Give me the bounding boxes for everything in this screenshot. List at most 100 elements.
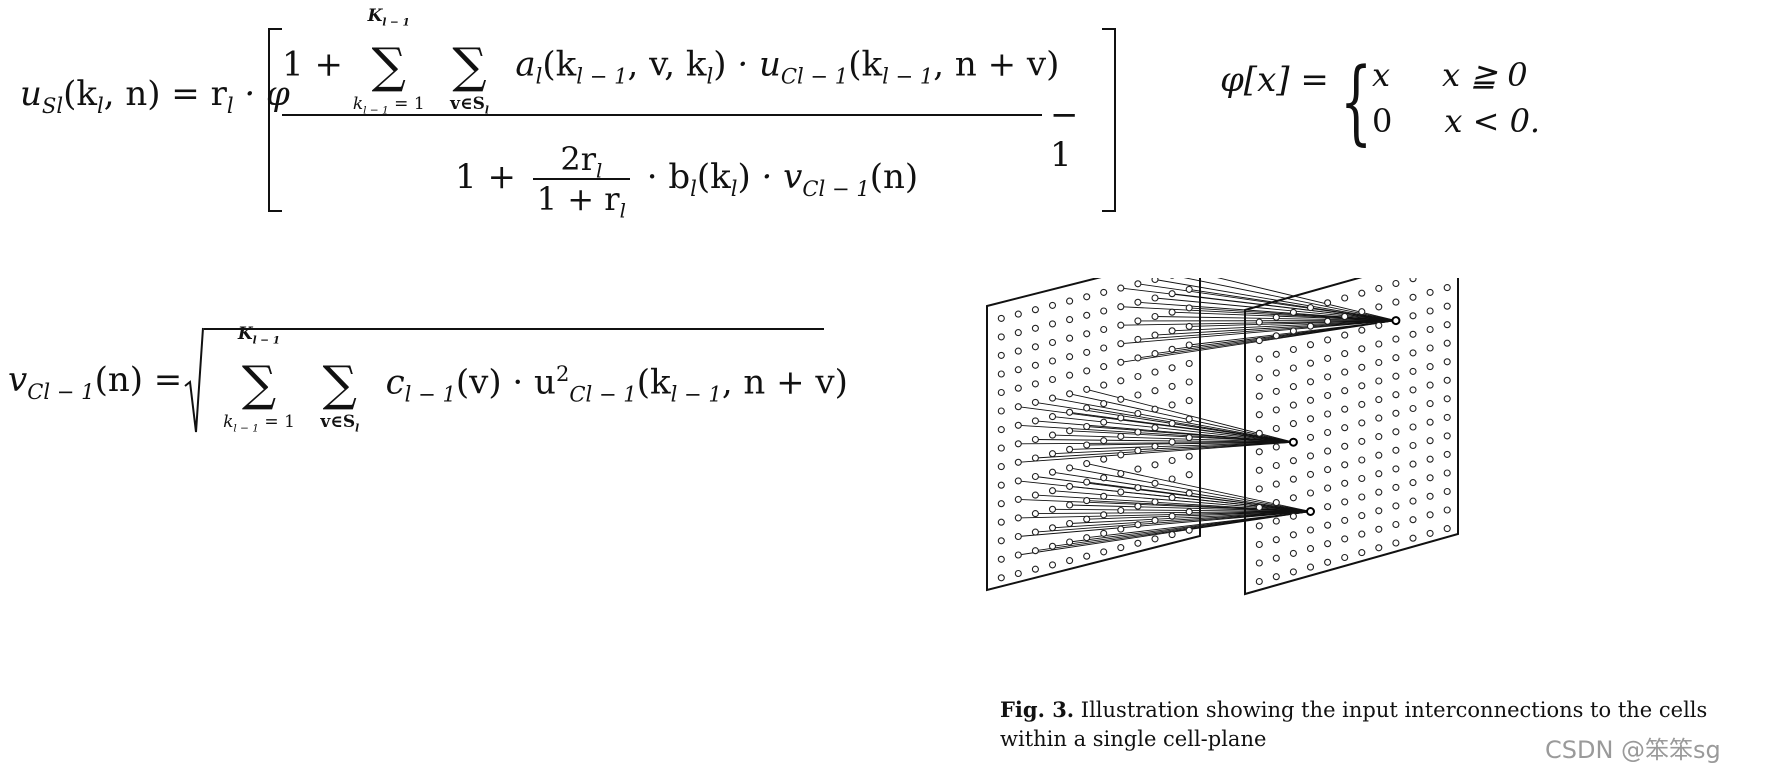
output-cell	[1273, 351, 1279, 357]
output-cell	[1444, 359, 1450, 365]
eq1-sum-outer: Kl − 1 ∑ kl − 1 = 1	[354, 42, 424, 91]
interconnection-line	[1035, 442, 1293, 458]
output-cell	[1342, 462, 1348, 468]
output-cell	[1273, 537, 1279, 543]
output-cell	[1444, 340, 1450, 346]
left-brace: {	[1340, 56, 1372, 148]
output-cell	[1444, 414, 1450, 420]
output-cell	[1290, 421, 1296, 427]
input-cell	[1186, 435, 1192, 441]
output-cell	[1256, 319, 1262, 325]
input-cell	[1118, 545, 1124, 551]
output-cell	[1325, 485, 1331, 491]
output-cell	[1444, 526, 1450, 532]
input-cell	[998, 427, 1004, 433]
input-cell	[998, 556, 1004, 562]
output-cell	[1308, 527, 1314, 533]
output-cell	[1325, 355, 1331, 361]
input-cell	[1067, 558, 1073, 564]
eq1-sum1-lower-tail: = 1	[389, 94, 425, 114]
output-cell	[1290, 532, 1296, 538]
eq1-den-v-args: (n)	[870, 157, 918, 197]
input-cell	[1118, 341, 1124, 347]
input-cell	[1084, 405, 1090, 411]
input-cell	[1152, 443, 1158, 449]
output-cell	[1359, 401, 1365, 407]
input-cell	[1169, 513, 1175, 519]
output-cell	[1256, 356, 1262, 362]
input-cell	[998, 315, 1004, 321]
output-cell	[1256, 412, 1262, 418]
target-cell	[1290, 439, 1297, 446]
eq2-sum1-upper: K	[238, 324, 253, 344]
eq1-a: a	[515, 45, 535, 85]
input-cell	[1118, 471, 1124, 477]
figure-3-cell-planes	[985, 278, 1565, 678]
output-cell	[1376, 415, 1382, 421]
input-cell	[1067, 502, 1073, 508]
eq1-lhs: uSl(kl, n) = rl · φ	[20, 74, 290, 114]
input-cell	[1135, 318, 1141, 324]
input-cell	[1118, 322, 1124, 328]
input-cell	[1101, 364, 1107, 370]
eq1-u-args-tail: , n + v)	[933, 45, 1059, 85]
eq2-u-args-sub: l − 1	[671, 381, 722, 406]
output-cell	[1427, 345, 1433, 351]
eq1-u-term: · u	[727, 45, 781, 85]
output-cell	[1273, 388, 1279, 394]
output-cell	[1376, 378, 1382, 384]
input-cell	[1186, 361, 1192, 367]
input-cell	[1015, 404, 1021, 410]
output-cell	[1427, 382, 1433, 388]
output-cell	[1273, 574, 1279, 580]
input-cell	[1084, 349, 1090, 355]
eq2-u-sub: Cl − 1	[569, 381, 636, 406]
eq2-sum2-lower-sub: l	[355, 422, 359, 434]
input-cell	[1050, 395, 1056, 401]
output-cell	[1342, 425, 1348, 431]
input-cell	[1015, 385, 1021, 391]
phi-case1-condition: x ≧ 0	[1442, 56, 1528, 94]
output-cell	[1325, 504, 1331, 510]
input-cell	[1084, 368, 1090, 374]
output-cell	[1325, 411, 1331, 417]
input-cell	[1084, 294, 1090, 300]
output-cell	[1376, 508, 1382, 514]
input-cell	[998, 371, 1004, 377]
input-cell	[1032, 418, 1038, 424]
output-cell	[1342, 480, 1348, 486]
input-cell	[1050, 488, 1056, 494]
output-cell	[1256, 375, 1262, 381]
input-cell	[1152, 517, 1158, 523]
output-cell	[1290, 550, 1296, 556]
eq1-den-b: · b	[647, 157, 690, 197]
input-cell	[1015, 348, 1021, 354]
output-cell	[1325, 374, 1331, 380]
input-cell	[1015, 515, 1021, 521]
output-cell	[1256, 430, 1262, 436]
output-cell	[1359, 531, 1365, 537]
output-cell	[1359, 309, 1365, 315]
output-cell	[1342, 388, 1348, 394]
output-cell	[1290, 495, 1296, 501]
output-cell	[1376, 545, 1382, 551]
input-cell	[1118, 489, 1124, 495]
eq2-sum1-lower-tail: = 1	[259, 412, 295, 432]
output-cell	[1444, 396, 1450, 402]
output-cell	[1359, 364, 1365, 370]
input-cell	[998, 334, 1004, 340]
input-cell	[1135, 355, 1141, 361]
output-cell	[1308, 416, 1314, 422]
input-cell	[1050, 358, 1056, 364]
output-cell	[1427, 401, 1433, 407]
output-cell	[1342, 499, 1348, 505]
output-cell	[1427, 512, 1433, 518]
eq1-den-fraction: 2rl 1 + rl	[533, 140, 630, 218]
input-cell	[1135, 503, 1141, 509]
output-cell	[1342, 295, 1348, 301]
output-cell	[1308, 323, 1314, 329]
eq2-c: c	[386, 363, 405, 403]
input-cell	[1084, 424, 1090, 430]
output-cell	[1273, 500, 1279, 506]
input-cell	[1169, 439, 1175, 445]
